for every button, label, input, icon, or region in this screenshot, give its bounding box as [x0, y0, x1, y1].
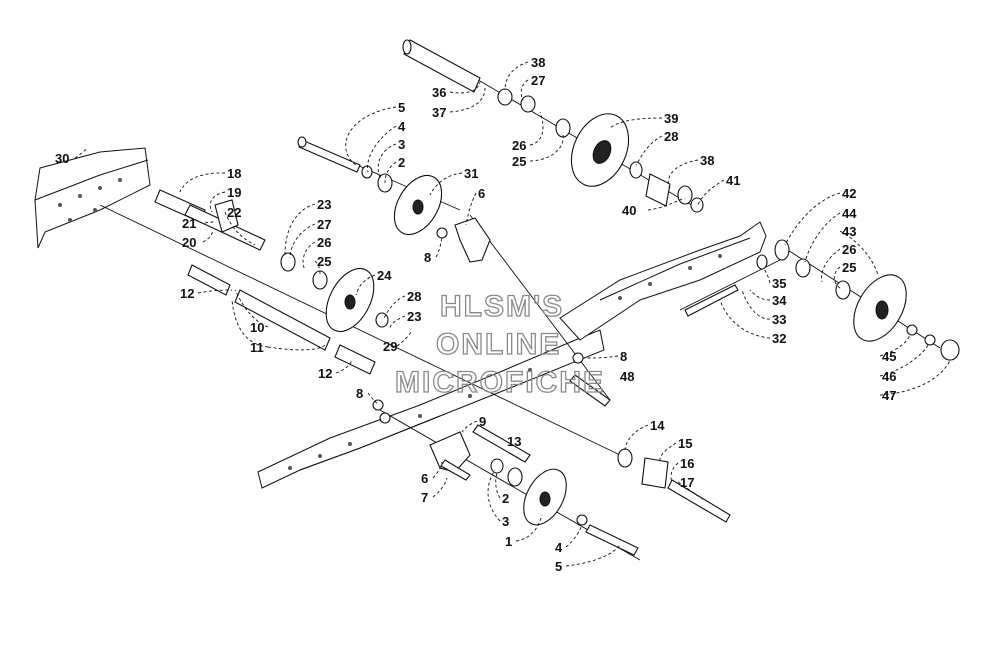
callout-6: 6	[478, 186, 485, 201]
callout-25b: 25	[317, 254, 331, 269]
callout-18: 18	[227, 166, 241, 181]
callout-32: 32	[772, 331, 786, 346]
callout-11: 11	[250, 340, 264, 355]
callout-12: 12	[180, 286, 194, 301]
callout-19: 19	[227, 185, 241, 200]
callout-5b: 5	[555, 559, 562, 574]
callout-26: 26	[512, 138, 526, 153]
callout-33: 33	[772, 312, 786, 327]
callout-23: 23	[317, 197, 331, 212]
assembly-axes	[99, 39, 941, 561]
callout-25c: 25	[842, 260, 856, 275]
callout-21: 21	[182, 216, 196, 231]
watermark-line-2: ONLINE	[436, 328, 561, 361]
callout-1: 1	[505, 534, 512, 549]
callout-42: 42	[842, 186, 856, 201]
callout-4b: 4	[555, 540, 563, 555]
callout-34: 34	[772, 293, 787, 308]
callout-40: 40	[622, 203, 636, 218]
left-slide-rail-upper	[34, 147, 151, 249]
leader-lines	[74, 61, 951, 567]
callout-17: 17	[680, 475, 694, 490]
callout-38b: 38	[700, 153, 714, 168]
callout-2: 2	[398, 155, 405, 170]
callout-28: 28	[664, 129, 678, 144]
left-slide-rail-lower	[257, 329, 605, 489]
callout-29: 29	[383, 339, 397, 354]
callout-38: 38	[531, 55, 545, 70]
callout-46: 46	[882, 369, 896, 384]
callout-26c: 26	[842, 242, 856, 257]
callout-7: 7	[421, 490, 428, 505]
callout-8b: 8	[620, 349, 627, 364]
callout-24: 24	[377, 268, 392, 283]
callout-10: 10	[250, 320, 264, 335]
callout-27: 27	[531, 73, 545, 88]
callout-2b: 2	[502, 491, 509, 506]
callout-27b: 27	[317, 217, 331, 232]
callout-48: 48	[620, 369, 634, 384]
callout-3b: 3	[502, 514, 509, 529]
callout-44: 44	[842, 206, 857, 221]
watermark: HLSM'S ONLINE MICROFICHE	[394, 289, 605, 399]
callout-22: 22	[227, 205, 241, 220]
callout-9: 9	[479, 414, 486, 429]
callout-4: 4	[398, 119, 406, 134]
callout-47: 47	[882, 388, 896, 403]
callout-23b: 23	[407, 309, 421, 324]
callout-15: 15	[678, 436, 692, 451]
callout-37: 37	[432, 105, 446, 120]
callout-31: 31	[464, 166, 478, 181]
callout-13: 13	[507, 434, 521, 449]
callout-3: 3	[398, 137, 405, 152]
callout-20: 20	[182, 235, 196, 250]
callout-14: 14	[650, 418, 665, 433]
parts	[154, 39, 960, 556]
callout-5: 5	[398, 100, 405, 115]
callout-26b: 26	[317, 235, 331, 250]
right-slide-rail	[559, 221, 767, 341]
callout-35: 35	[772, 276, 786, 291]
callout-41: 41	[726, 173, 740, 188]
callout-labels: 5 4 3 2 38 27 36 37 26 25 39 28 38 41 40…	[55, 55, 896, 574]
callout-36: 36	[432, 85, 446, 100]
callout-12b: 12	[318, 366, 332, 381]
callout-28b: 28	[407, 289, 421, 304]
watermark-line-1: HLSM'S	[440, 290, 564, 323]
callout-39: 39	[664, 111, 678, 126]
callout-43: 43	[842, 224, 856, 239]
callout-6b: 6	[421, 471, 428, 486]
callout-8c: 8	[356, 386, 363, 401]
watermark-line-3: MICROFICHE	[395, 366, 605, 399]
callout-30: 30	[55, 151, 69, 166]
callout-16: 16	[680, 456, 694, 471]
callout-8: 8	[424, 250, 431, 265]
callout-45: 45	[882, 349, 896, 364]
callout-25: 25	[512, 154, 526, 169]
